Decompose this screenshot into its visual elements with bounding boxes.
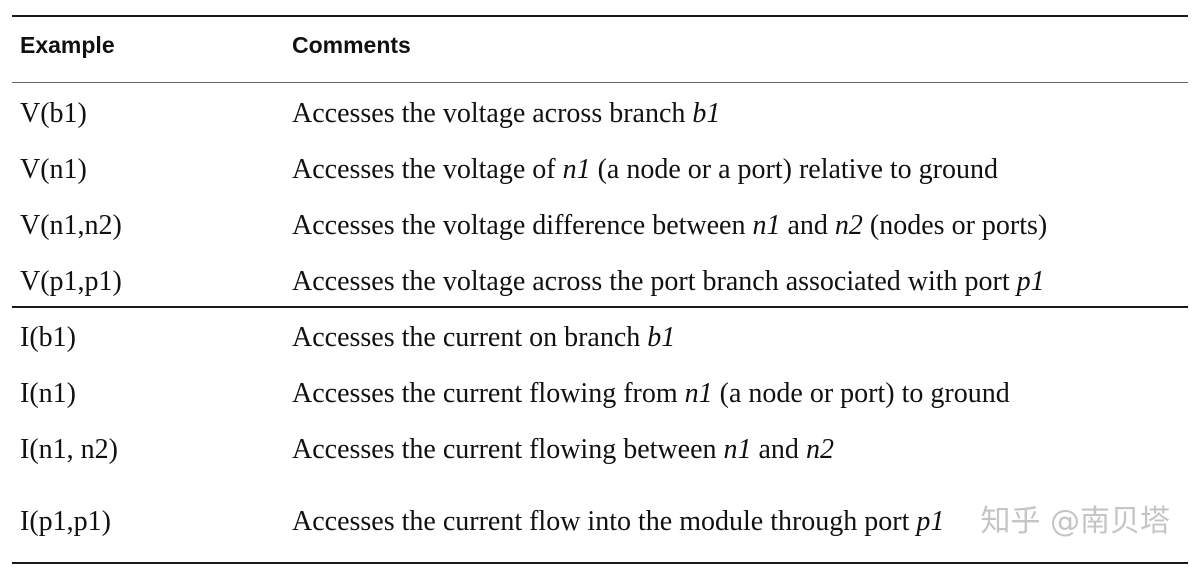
comment-term: n2 — [805, 434, 834, 465]
comment-term: b1 — [692, 98, 721, 129]
comment-text: Accesses the voltage across the port bra… — [292, 266, 1017, 297]
comment-cell: Accesses the voltage difference between … — [292, 206, 1047, 246]
table-row: I(n1, n2) Accesses the current flowing b… — [0, 430, 1200, 470]
table-row: V(n1,n2) Accesses the voltage difference… — [0, 206, 1200, 246]
example-cell: V(n1,n2) — [20, 210, 122, 241]
comment-text: Accesses the voltage difference between — [292, 210, 753, 241]
comment-text: and — [780, 210, 835, 241]
table-row: V(p1,p1) Accesses the voltage across the… — [0, 262, 1200, 302]
comment-term: n2 — [834, 210, 863, 241]
comment-term: p1 — [916, 506, 945, 537]
comment-cell: Accesses the current on branch b1 — [292, 318, 675, 358]
watermark: 知乎 @南贝塔 — [980, 504, 1170, 539]
comment-text: (a node or a port) relative to ground — [590, 154, 998, 185]
section-divider-rule — [12, 306, 1188, 308]
example-cell: I(n1) — [20, 378, 76, 409]
comment-text: and — [751, 434, 806, 465]
example-cell: I(n1, n2) — [20, 434, 118, 465]
comment-text: Accesses the current flowing from — [292, 378, 685, 409]
comment-cell: Accesses the current flow into the modul… — [292, 502, 944, 542]
comment-term: b1 — [647, 322, 676, 353]
comment-text: Accesses the current on branch — [292, 322, 648, 353]
table-top-rule — [12, 15, 1188, 17]
comment-cell: Accesses the current flowing from n1 (a … — [292, 374, 1010, 414]
comment-cell: Accesses the current flowing between n1 … — [292, 430, 834, 470]
comment-cell: Accesses the voltage of n1 (a node or a … — [292, 150, 998, 190]
example-cell: I(b1) — [20, 322, 76, 353]
example-cell: V(p1,p1) — [20, 266, 122, 297]
comment-text: Accesses the voltage of — [292, 154, 563, 185]
comment-text: Accesses the voltage across branch — [292, 98, 693, 129]
table-row: V(b1) Accesses the voltage across branch… — [0, 94, 1200, 134]
example-cell: I(p1,p1) — [20, 506, 111, 537]
example-cell: V(n1) — [20, 154, 87, 185]
comment-term: n1 — [723, 434, 752, 465]
comment-term: n1 — [752, 210, 781, 241]
comment-term: n1 — [684, 378, 713, 409]
header-rule — [12, 82, 1188, 83]
table-bottom-rule — [12, 562, 1188, 564]
header-comments: Comments — [292, 32, 411, 58]
comment-cell: Accesses the voltage across the port bra… — [292, 262, 1045, 302]
table-row: I(b1) Accesses the current on branch b1 — [0, 318, 1200, 358]
comment-text: Accesses the current flowing between — [292, 434, 724, 465]
comment-text: (nodes or ports) — [862, 210, 1048, 241]
header-example: Example — [20, 32, 115, 58]
comment-text: (a node or port) to ground — [712, 378, 1010, 409]
table-row: V(n1) Accesses the voltage of n1 (a node… — [0, 150, 1200, 190]
table-row: I(p1,p1) Accesses the current flow into … — [0, 502, 1200, 542]
comment-cell: Accesses the voltage across branch b1 — [292, 94, 720, 134]
example-cell: V(b1) — [20, 98, 87, 129]
comment-term: n1 — [562, 154, 591, 185]
comment-text: Accesses the current flow into the modul… — [292, 506, 917, 537]
comment-term: p1 — [1016, 266, 1045, 297]
table-row: I(n1) Accesses the current flowing from … — [0, 374, 1200, 414]
